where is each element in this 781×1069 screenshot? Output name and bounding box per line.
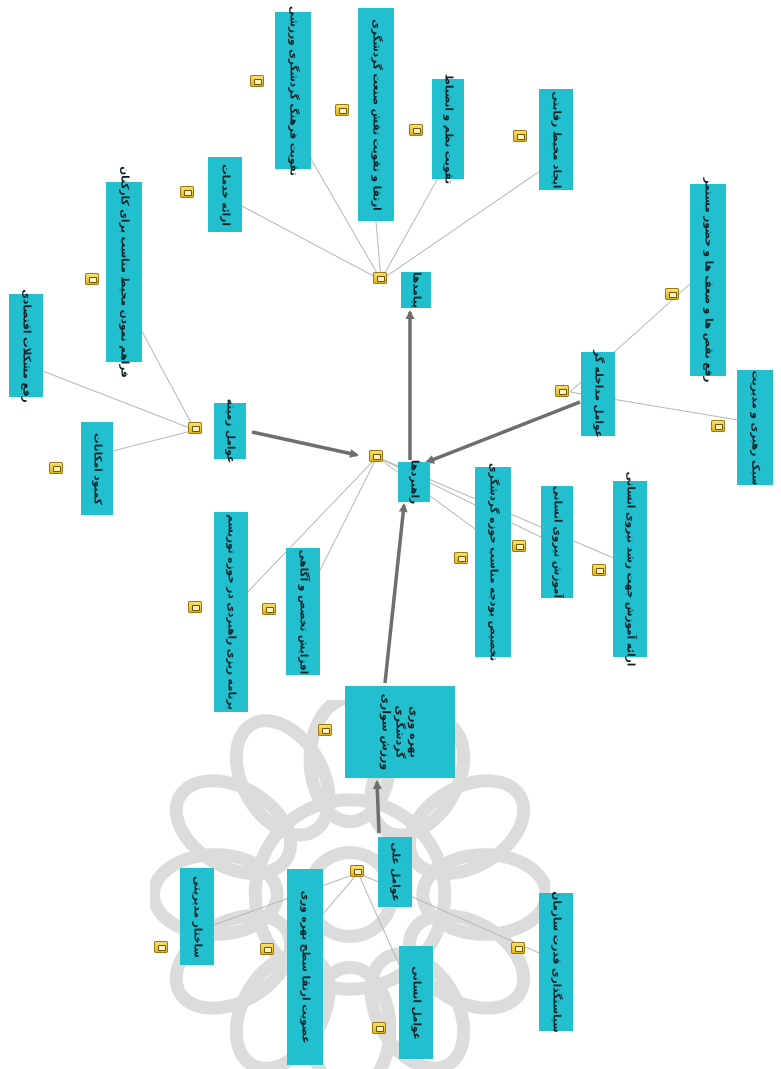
connector-line	[380, 159, 449, 281]
node-context-factors[interactable]: عوامل زمینه	[214, 399, 246, 463]
node-productivity-membership-label: عضویت ارتقا سطح بهره وری	[299, 890, 312, 1044]
node-management-structure[interactable]: ساختار مدیریتی	[180, 868, 214, 965]
node-intervening-factors[interactable]: عوامل مداخله گر	[581, 350, 615, 438]
node-expertise-awareness[interactable]: افزایش تخصص و آگاهی	[286, 548, 320, 675]
memo-note-icon[interactable]	[188, 601, 202, 613]
memo-note-icon[interactable]	[512, 540, 526, 552]
watermark-petal	[229, 714, 336, 842]
node-economic-problems-label: رفع مشکلات اقتصادی	[20, 288, 33, 403]
node-intervening-factors-label: عوامل مداخله گر	[592, 350, 605, 438]
memo-note-icon[interactable]	[154, 941, 168, 953]
node-sport-tourism-culture-label: تقویت فرهنگ گردشگری ورزشی	[287, 5, 300, 176]
memo-note-icon[interactable]	[711, 420, 725, 432]
memo-note-icon[interactable]	[369, 450, 383, 462]
node-hr-training-label: آموزش نیروی انسانی	[551, 485, 564, 599]
connector-line	[39, 369, 196, 431]
node-staff-environment[interactable]: فراهم نمودن محیط مناسب برای کارکنان	[106, 166, 142, 378]
node-productivity-membership[interactable]: عضویت ارتقا سطح بهره وری	[287, 869, 323, 1065]
watermark-petal	[150, 848, 284, 941]
node-budget-allocation-label: تخصیص بودجه مناسب حوزه گردشگری	[487, 462, 500, 662]
node-policy-making-label: سیاستگذاری قدرت سازمان	[550, 891, 563, 1033]
connector-line	[239, 456, 378, 601]
relation-arrow	[251, 430, 359, 458]
node-training-for-growth-label: ارائه آموزش جهت رشد نیروی انسانی	[624, 471, 637, 667]
node-leadership-style-label: سبک رهبری و مدیریت	[749, 370, 762, 485]
relation-arrow	[383, 503, 408, 684]
memo-note-icon[interactable]	[665, 288, 679, 300]
node-tourism-industry-role-label: ارتقا و تقویت نقش صنعت گردشگری	[370, 18, 383, 211]
node-hr-training[interactable]: آموزش نیروی انسانی	[541, 486, 573, 598]
relation-arrow	[425, 400, 581, 464]
connector-line	[380, 159, 557, 281]
node-lack-of-facilities[interactable]: کمبود امکانات	[81, 422, 113, 515]
connector-line	[299, 139, 382, 281]
connector-line	[199, 872, 359, 931]
watermark-petal	[402, 774, 531, 880]
memo-note-icon[interactable]	[592, 564, 606, 576]
node-causal-factors[interactable]: عوامل علی	[378, 837, 412, 907]
memo-note-icon[interactable]	[350, 865, 364, 877]
memo-note-icon[interactable]	[454, 552, 468, 564]
node-strategic-planning-label: برنامه ریزی راهبردی در حوزه توریسم	[225, 514, 238, 710]
node-expertise-awareness-label: افزایش تخصص و آگاهی	[297, 549, 310, 674]
node-central-phenomenon[interactable]: بهره وری گردشگری ورزش سواری	[345, 686, 455, 778]
memo-note-icon[interactable]	[511, 942, 525, 954]
memo-note-icon[interactable]	[49, 462, 63, 474]
node-consequences[interactable]: پیامدها	[401, 272, 431, 308]
node-sport-tourism-culture[interactable]: تقویت فرهنگ گردشگری ورزشی	[275, 5, 311, 176]
memo-note-icon[interactable]	[180, 186, 194, 198]
relation-arrow	[372, 780, 382, 834]
memo-note-icon[interactable]	[513, 130, 527, 142]
node-human-factors[interactable]: عوامل انسانی	[399, 946, 433, 1059]
node-competitive-environment-label: ایجاد محیط رقابتی	[550, 90, 563, 189]
node-staff-environment-label: فراهم نمودن محیط مناسب برای کارکنان	[118, 166, 131, 378]
memo-note-icon[interactable]	[372, 1022, 386, 1034]
memo-note-icon[interactable]	[409, 124, 423, 136]
node-service-provision[interactable]: ارائه خدمات	[208, 157, 242, 232]
node-policy-making[interactable]: سیاستگذاری قدرت سازمان	[539, 891, 573, 1033]
connector-line	[96, 429, 196, 456]
connector-line	[374, 209, 382, 281]
node-strategies-label: راهبردها	[408, 459, 421, 505]
node-tourism-industry-role[interactable]: ارتقا و تقویت نقش صنعت گردشگری	[358, 8, 394, 221]
node-strategic-planning[interactable]: برنامه ریزی راهبردی در حوزه توریسم	[214, 512, 248, 712]
node-competitive-environment[interactable]: ایجاد محیط رقابتی	[539, 89, 573, 190]
node-economic-problems[interactable]: رفع مشکلات اقتصادی	[9, 289, 43, 402]
node-context-factors-label: عوامل زمینه	[224, 398, 237, 464]
memo-note-icon[interactable]	[262, 603, 276, 615]
memo-note-icon[interactable]	[373, 272, 387, 284]
connector-line	[376, 456, 491, 541]
node-strategies[interactable]: راهبردها	[398, 459, 430, 505]
memo-note-icon[interactable]	[260, 943, 274, 955]
node-service-provision-label: ارائه خدمات	[219, 163, 232, 226]
node-fix-weaknesses-label: رفع نقص ها و ضعف ها و حضور مستمر	[702, 177, 715, 383]
node-leadership-style[interactable]: سبک رهبری و مدیریت	[737, 370, 773, 485]
memo-note-icon[interactable]	[188, 422, 202, 434]
node-discipline[interactable]: تقویت نظم و انضباط	[432, 74, 464, 184]
connector-line	[239, 204, 382, 281]
node-lack-of-facilities-label: کمبود امکانات	[91, 432, 104, 505]
node-human-factors-label: عوامل انسانی	[410, 965, 423, 1040]
node-training-for-growth[interactable]: ارائه آموزش جهت رشد نیروی انسانی	[613, 472, 647, 666]
memo-note-icon[interactable]	[250, 75, 264, 87]
memo-note-icon[interactable]	[335, 104, 349, 116]
watermark-petal	[402, 908, 531, 1015]
node-causal-factors-label: عوامل علی	[389, 842, 402, 902]
node-management-structure-label: ساختار مدیریتی	[191, 875, 204, 958]
memo-note-icon[interactable]	[85, 273, 99, 285]
memo-note-icon[interactable]	[318, 724, 332, 736]
node-discipline-label: تقویت نظم و انضباط	[442, 73, 455, 185]
node-budget-allocation[interactable]: تخصیص بودجه مناسب حوزه گردشگری	[475, 463, 511, 661]
watermark-petal	[169, 774, 298, 880]
node-fix-weaknesses[interactable]: رفع نقص ها و ضعف ها و حضور مستمر	[690, 178, 726, 382]
node-central-phenomenon-label: بهره وری گردشگری ورزش سواری	[380, 693, 421, 771]
memo-note-icon[interactable]	[555, 385, 569, 397]
node-consequences-label: پیامدها	[410, 272, 423, 308]
